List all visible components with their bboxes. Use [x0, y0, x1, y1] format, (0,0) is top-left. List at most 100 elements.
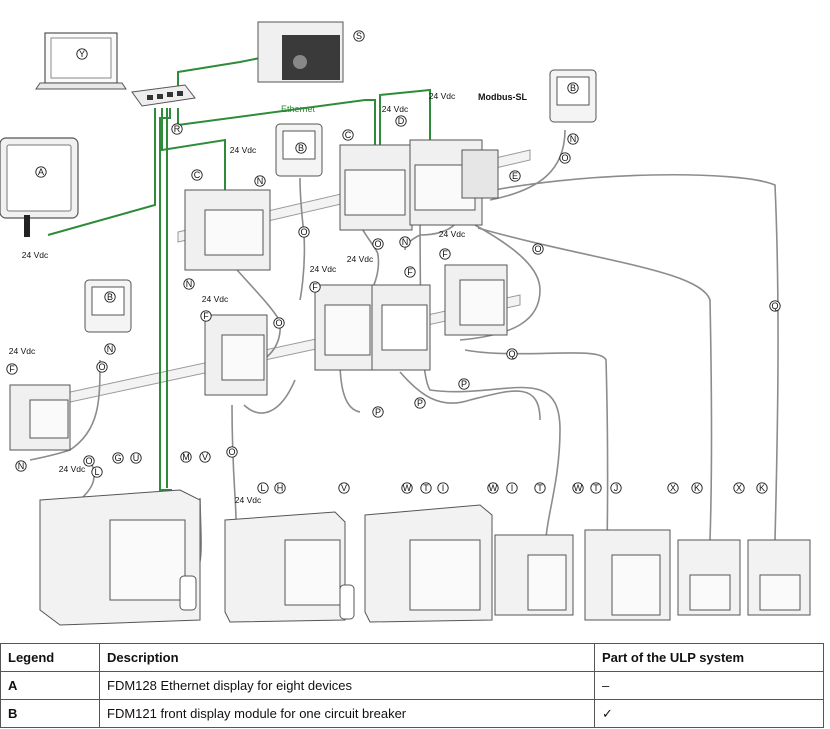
svg-text:A: A [38, 167, 44, 177]
svg-text:24 Vdc: 24 Vdc [439, 229, 466, 239]
callout-i: I [506, 482, 518, 494]
callout-b: B [567, 82, 579, 94]
callout-o: O [298, 226, 310, 238]
callout-t: T [420, 482, 432, 494]
svg-text:24 Vdc: 24 Vdc [310, 264, 337, 274]
callout-v: V [199, 451, 211, 463]
svg-text:P: P [461, 379, 467, 389]
svg-text:24 Vdc: 24 Vdc [235, 495, 262, 505]
callout-k: K [691, 482, 703, 494]
callout-k: K [756, 482, 768, 494]
svg-text:K: K [694, 483, 700, 493]
svg-text:P: P [417, 398, 423, 408]
svg-text:T: T [593, 483, 599, 493]
callout-n: N [104, 343, 116, 355]
callout-p: P [372, 406, 384, 418]
svg-text:E: E [512, 171, 518, 181]
svg-text:U: U [133, 453, 140, 463]
callout-c: C [342, 129, 354, 141]
svg-text:X: X [736, 483, 742, 493]
callout-x: X [733, 482, 745, 494]
interface-modules [9, 139, 508, 451]
legend-description: FDM121 front display module for one circ… [99, 699, 595, 728]
svg-text:F: F [312, 282, 318, 292]
laptop [35, 32, 127, 90]
svg-text:I: I [511, 483, 514, 493]
voltage-labels: 24 Vdc 24 Vdc 24 Vdc 24 Vdc 24 Vdc 24 Vd… [9, 91, 466, 505]
callout-g: G [112, 452, 124, 464]
ulp-cables [29, 129, 779, 601]
legend-key: A [0, 671, 100, 700]
svg-text:O: O [374, 239, 381, 249]
callout-a: A [35, 166, 47, 178]
circuit-breakers [39, 489, 811, 626]
callout-p: P [458, 378, 470, 390]
callout-s: S [353, 30, 365, 42]
callout-p: P [414, 397, 426, 409]
svg-text:B: B [107, 292, 113, 302]
ethernet-switch [131, 84, 196, 107]
legend-key: B [0, 699, 100, 728]
svg-text:V: V [202, 452, 208, 462]
svg-text:W: W [574, 483, 583, 493]
callout-y: Y [76, 48, 88, 60]
svg-text:O: O [534, 244, 541, 254]
fdm128-display [0, 137, 79, 237]
svg-text:T: T [537, 483, 543, 493]
svg-text:L: L [260, 483, 265, 493]
callout-o: O [559, 152, 571, 164]
svg-text:O: O [85, 456, 92, 466]
legend-ulp: ✓ [594, 699, 824, 728]
svg-text:B: B [298, 143, 304, 153]
svg-text:I: I [442, 483, 445, 493]
callout-l: L [257, 482, 269, 494]
legend-table: Legend Description Part of the ULP syste… [0, 643, 824, 728]
callout-x: X [667, 482, 679, 494]
svg-text:O: O [228, 447, 235, 457]
callout-l: L [91, 466, 103, 478]
ethernet-label: Ethernet [281, 104, 316, 114]
svg-text:O: O [275, 318, 282, 328]
svg-text:B: B [570, 83, 576, 93]
callout-f: F [404, 266, 416, 278]
svg-text:N: N [402, 237, 409, 247]
svg-text:F: F [407, 267, 413, 277]
callout-o: O [96, 361, 108, 373]
svg-text:24 Vdc: 24 Vdc [230, 145, 257, 155]
svg-text:C: C [194, 170, 201, 180]
callout-e: E [509, 170, 521, 182]
callout-o: O [273, 317, 285, 329]
callout-w: W [572, 482, 584, 494]
svg-text:24 Vdc: 24 Vdc [347, 254, 374, 264]
svg-text:C: C [345, 130, 352, 140]
svg-text:Q: Q [771, 301, 778, 311]
callout-f: F [439, 248, 451, 260]
callout-w: W [487, 482, 499, 494]
svg-text:F: F [203, 311, 209, 321]
callout-o: O [532, 243, 544, 255]
svg-text:D: D [398, 116, 405, 126]
callout-q: Q [506, 348, 518, 360]
svg-text:L: L [94, 467, 99, 477]
svg-text:24 Vdc: 24 Vdc [59, 464, 86, 474]
svg-text:N: N [107, 344, 114, 354]
callout-f: F [6, 363, 18, 375]
callout-v: V [338, 482, 350, 494]
legend-header-ulp: Part of the ULP system [594, 643, 824, 672]
svg-text:O: O [561, 153, 568, 163]
svg-text:24 Vdc: 24 Vdc [382, 104, 409, 114]
legend-header-key: Legend [0, 643, 100, 672]
callout-d: D [395, 115, 407, 127]
callout-f: F [200, 310, 212, 322]
callout-u: U [130, 452, 142, 464]
callout-o: O [372, 238, 384, 250]
ethernet-links [47, 57, 431, 491]
svg-text:X: X [670, 483, 676, 493]
callout-t: T [590, 482, 602, 494]
svg-text:Y: Y [79, 49, 85, 59]
callout-j: J [610, 482, 622, 494]
svg-text:N: N [570, 134, 577, 144]
callout-m: M [180, 451, 192, 463]
svg-text:T: T [423, 483, 429, 493]
table-row: A FDM128 Ethernet display for eight devi… [0, 671, 824, 700]
